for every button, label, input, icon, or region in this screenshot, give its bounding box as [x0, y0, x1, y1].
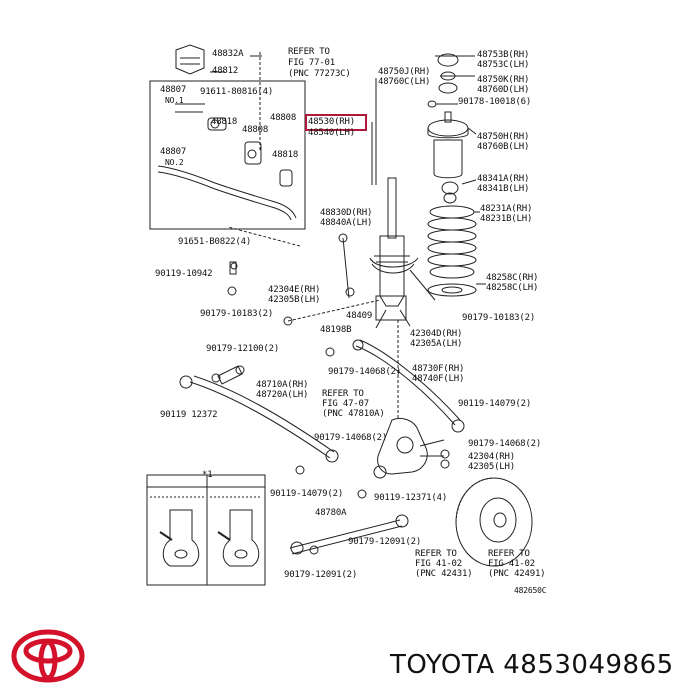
part-label: 48750K(RH): [477, 75, 530, 85]
part-label: 48812: [212, 66, 239, 76]
part-label: 42305(LH): [468, 462, 515, 472]
part-label: 42304D(RH): [410, 329, 463, 339]
part-label: 48341B(LH): [477, 184, 530, 194]
part-label: 48818: [272, 150, 299, 160]
part-label: 48750J(RH): [378, 67, 431, 77]
part-label: 90119-14079(2): [458, 399, 532, 409]
bump-stopper: [441, 181, 459, 195]
part-highlight-box: [305, 114, 367, 131]
refer-note: FIG 77-01: [288, 58, 335, 68]
part-label: 48753B(RH): [477, 50, 530, 60]
part-label: 90179-10183(2): [200, 309, 274, 319]
part-label: 48409: [346, 311, 373, 321]
part-label: 90119 12372: [160, 410, 218, 420]
part-label: 48540(LH): [308, 128, 355, 138]
part-label: 48341A(RH): [477, 174, 530, 184]
part-label: 90179-12091(2): [348, 537, 422, 547]
part-label: 90119-10942: [155, 269, 213, 279]
part-label: 90179-14068(2): [468, 439, 542, 449]
refer-note: (PNC 42491): [488, 569, 546, 579]
lower-arm-1: [355, 339, 461, 426]
part-label: 48750H(RH): [477, 132, 530, 142]
refer-note: FIG 41-02: [415, 559, 462, 569]
part-label: 48818: [211, 117, 238, 127]
part-label: 42305B(LH): [268, 295, 321, 305]
part-label: 48807: [160, 85, 187, 95]
part-label: 90179-12100(2): [206, 344, 280, 354]
strut-spring-seat: [369, 257, 419, 274]
part-label: 48730F(RH): [412, 364, 465, 374]
part-label: 90178-10018(6): [458, 97, 532, 107]
coil-spring: [427, 205, 477, 279]
part-label: 48760B(LH): [477, 142, 530, 152]
part-label: 90179-12091(2): [284, 570, 358, 580]
refer-note: (PNC 47810A): [322, 409, 385, 419]
part-label: 48760D(LH): [477, 85, 530, 95]
part-label: 48840A(LH): [320, 218, 373, 228]
refer-note: REFER TO: [322, 389, 364, 399]
refer-note: REFER TO: [415, 549, 457, 559]
part-label: 48753C(LH): [477, 60, 530, 70]
part-label: 42304(RH): [468, 452, 515, 462]
part-label: 48720A(LH): [256, 390, 309, 400]
lower-arm-2: [189, 375, 335, 459]
part-label: 90179-14068(2): [328, 367, 402, 377]
part-label: 48740F(LH): [412, 374, 465, 384]
part-label: 48807: [160, 147, 187, 157]
part-label: 48231A(RH): [480, 204, 533, 214]
part-label: 90119-12371(4): [374, 493, 448, 503]
part-label: NO.2: [165, 158, 184, 167]
part-label: 48830D(RH): [320, 208, 373, 218]
part-label: 48832A: [212, 49, 244, 59]
refer-note: FIG 47-07: [322, 399, 369, 409]
part-label: 91611-80816(4): [200, 87, 274, 97]
part-label: 48258C(LH): [486, 283, 539, 293]
part-label: 48808: [242, 125, 269, 135]
refer-note: (PNC 77273C): [288, 69, 351, 79]
knuckle-bracket: [375, 295, 411, 329]
part-label: NO.1: [165, 96, 184, 105]
spring-insulator: [427, 283, 477, 297]
part-label: 42305A(LH): [410, 339, 463, 349]
dust-boot: [433, 139, 463, 179]
part-label: 48258C(RH): [486, 273, 539, 283]
bracket-top: [175, 44, 205, 75]
detail-inset-box: [146, 474, 266, 586]
refer-note: (PNC 42431): [415, 569, 473, 579]
stabilizer-bar: [157, 165, 297, 219]
part-label: 90119-14079(2): [270, 489, 344, 499]
part-label: 48760C(LH): [378, 77, 431, 87]
refer-note: FIG 41-02: [488, 559, 535, 569]
strut-rod: [387, 177, 397, 239]
part-label: 91651-B0822(4): [178, 237, 252, 247]
part-label: 48780A: [315, 508, 347, 518]
part-label: 90179-14068(2): [314, 433, 388, 443]
toyota-logo-icon: [11, 629, 85, 683]
part-label: 90179-10183(2): [462, 313, 536, 323]
part-label: 42304E(RH): [268, 285, 321, 295]
part-label: 48231B(LH): [480, 214, 533, 224]
rear-knuckle: [377, 417, 428, 475]
upper-mount-cap: [437, 53, 459, 67]
refer-note: REFER TO: [488, 549, 530, 559]
part-label: 48198B: [320, 325, 352, 335]
part-label: 48710A(RH): [256, 380, 309, 390]
diagram-code: 482650C: [514, 586, 547, 595]
inset-marker: *1: [202, 470, 213, 480]
part-label-highlighted: 48530(RH): [308, 117, 355, 127]
stabilizer-inset-box: [149, 80, 306, 230]
part-label: 48808: [270, 113, 297, 123]
part-number-title: TOYOTA 4853049865: [390, 650, 674, 680]
refer-note: REFER TO: [288, 47, 330, 57]
upper-arm: [217, 365, 243, 385]
